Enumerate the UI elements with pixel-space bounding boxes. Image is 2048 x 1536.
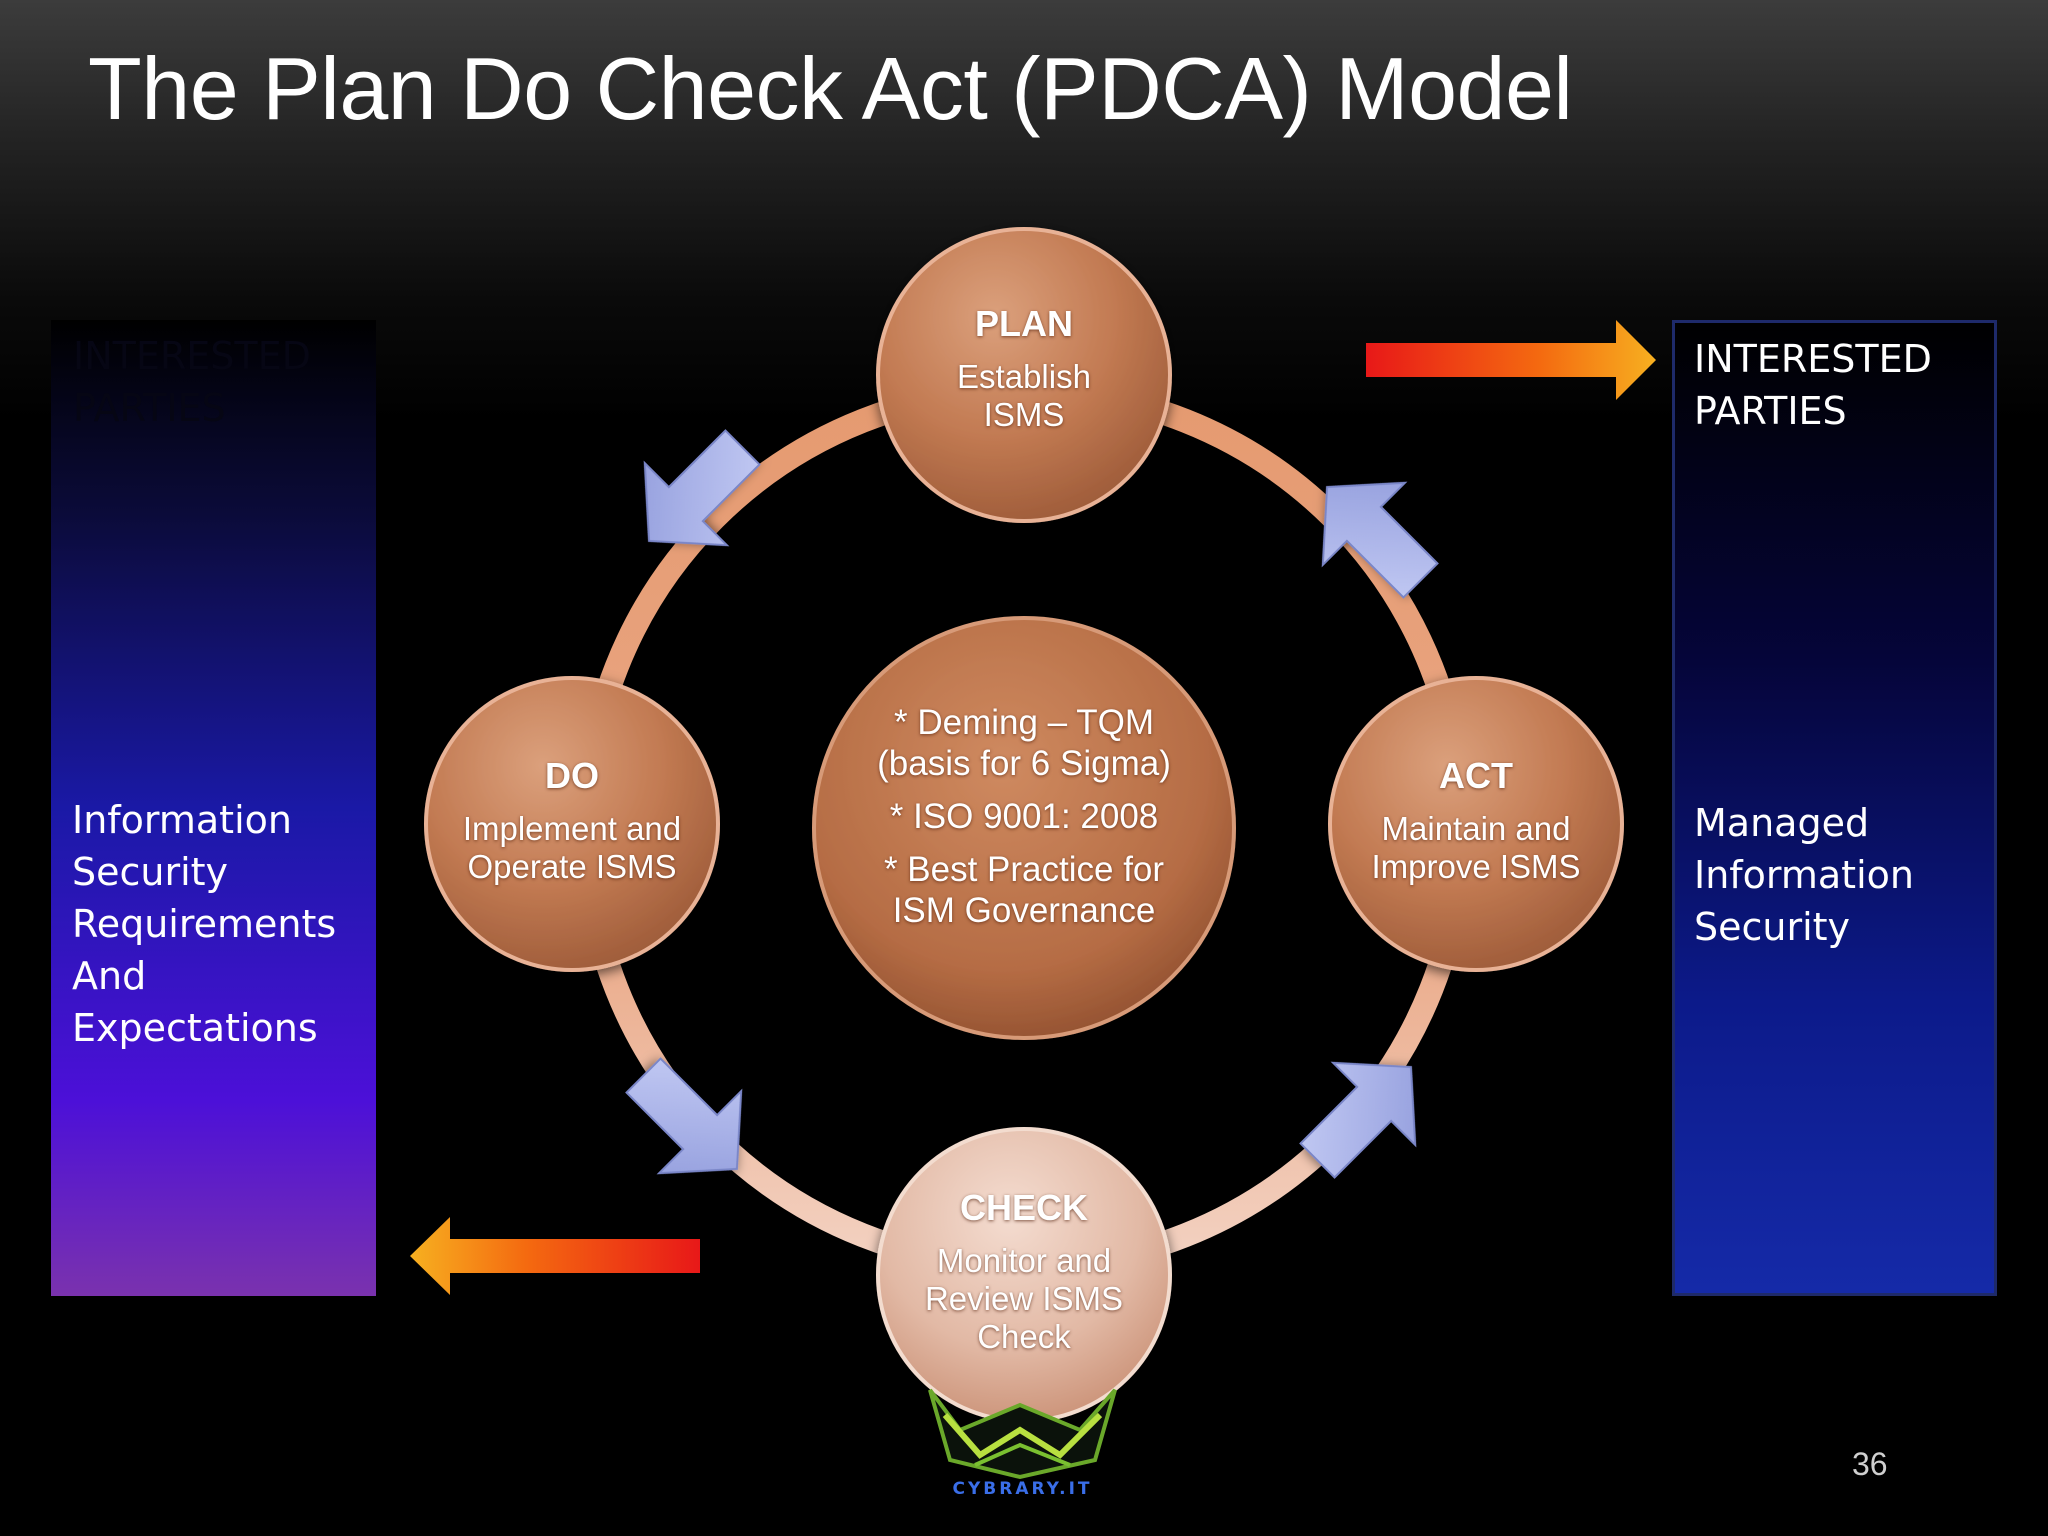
center-line-iso: * ISO 9001: 2008 bbox=[889, 797, 1159, 836]
right-panel-interested-parties: INTERESTED PARTIES Managed Information S… bbox=[1672, 320, 1997, 1296]
arrow-act-to-plan-icon bbox=[1321, 481, 1439, 599]
right-panel-body: Managed Information Security bbox=[1694, 801, 1914, 949]
arrow-plan-to-do-icon bbox=[643, 429, 761, 547]
slide-title: The Plan Do Check Act (PDCA) Model bbox=[88, 39, 1573, 138]
left-panel-body: Information Security Requirements And Ex… bbox=[72, 798, 337, 1050]
do-sub: Implement and Operate ISMS bbox=[462, 810, 682, 885]
left-panel-heading: INTERESTED PARTIES bbox=[73, 334, 311, 430]
plan-node-text: PLAN Establish ISMS bbox=[904, 302, 1144, 434]
plan-sub: Establish ISMS bbox=[957, 358, 1091, 433]
plan-node bbox=[876, 227, 1172, 523]
act-label: ACT bbox=[1439, 755, 1513, 796]
center-node bbox=[812, 616, 1236, 1040]
right-panel-heading: INTERESTED PARTIES bbox=[1694, 337, 1932, 433]
center-node-text: * Deming – TQM (basis for 6 Sigma) * ISO… bbox=[854, 702, 1194, 943]
check-label: CHECK bbox=[959, 1187, 1088, 1228]
plan-label: PLAN bbox=[975, 303, 1073, 344]
act-sub: Maintain and Improve ISMS bbox=[1371, 810, 1581, 885]
do-node-text: DO Implement and Operate ISMS bbox=[442, 754, 702, 886]
do-label: DO bbox=[545, 755, 599, 796]
check-sub: Monitor and Review ISMS Check bbox=[924, 1242, 1124, 1355]
act-node-text: ACT Maintain and Improve ISMS bbox=[1346, 754, 1606, 886]
left-panel-interested-parties: INTERESTED PARTIES Information Security … bbox=[51, 320, 376, 1296]
do-node bbox=[424, 676, 720, 972]
cybrary-logo-text: CYBRARY.IT bbox=[952, 1479, 1093, 1499]
act-node bbox=[1328, 676, 1624, 972]
arrow-check-to-act-icon bbox=[1299, 1061, 1417, 1179]
center-line-deming: * Deming – TQM (basis for 6 Sigma) bbox=[877, 703, 1171, 783]
output-arrow-right-icon bbox=[1366, 320, 1656, 400]
center-line-best-practice: * Best Practice for ISM Governance bbox=[883, 850, 1165, 930]
arrow-do-to-check-icon bbox=[625, 1057, 743, 1175]
output-arrow-left-icon bbox=[410, 1217, 700, 1295]
cybrary-logo: CYBRARY.IT bbox=[920, 1385, 1125, 1505]
check-node-text: CHECK Monitor and Review ISMS Check bbox=[904, 1186, 1144, 1356]
cybrary-logo-icon bbox=[928, 1388, 1117, 1480]
slide-number: 36 bbox=[1852, 1446, 1888, 1482]
